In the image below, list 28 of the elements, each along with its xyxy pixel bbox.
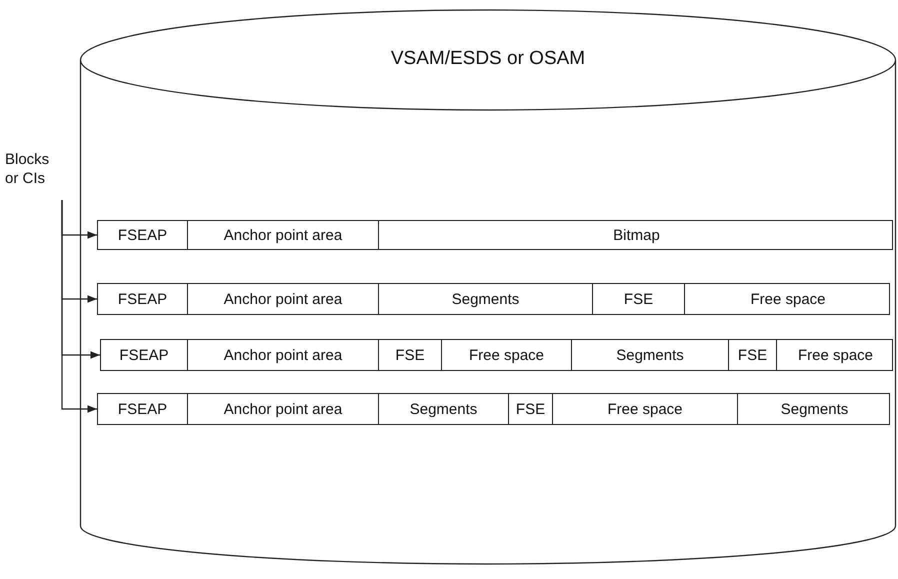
record-bar	[97, 220, 893, 250]
field-label: Anchor point area	[224, 226, 342, 244]
field-label: Anchor point area	[224, 346, 342, 364]
record-bar	[97, 283, 890, 315]
field-label: Anchor point area	[224, 290, 342, 308]
arrow	[61, 200, 97, 413]
field-label: Free space	[798, 346, 874, 364]
field-label: FSEAP	[118, 226, 168, 244]
record-bar	[100, 339, 893, 371]
cylinder-title: VSAM/ESDS or OSAM	[390, 48, 586, 69]
field-label: Segments	[780, 400, 848, 418]
field-label: Anchor point area	[224, 400, 342, 418]
field-label: FSEAP	[119, 346, 169, 364]
field-label: FSE	[395, 346, 425, 364]
field-label: Free space	[607, 400, 683, 418]
record-bar	[97, 393, 890, 425]
field-label: Segments	[410, 400, 478, 418]
field-label: FSEAP	[118, 290, 168, 308]
field-label: FSEAP	[118, 400, 168, 418]
field-label: Segments	[616, 346, 684, 364]
field-label: Segments	[452, 290, 520, 308]
field-label: Free space	[468, 346, 544, 364]
field-label: FSE	[516, 400, 546, 418]
field-label: Free space	[750, 290, 826, 308]
field-label: FSE	[624, 290, 654, 308]
field-label: FSE	[738, 346, 768, 364]
field-label: Bitmap	[613, 226, 660, 244]
side-label: Blocks or CIs	[5, 150, 65, 188]
